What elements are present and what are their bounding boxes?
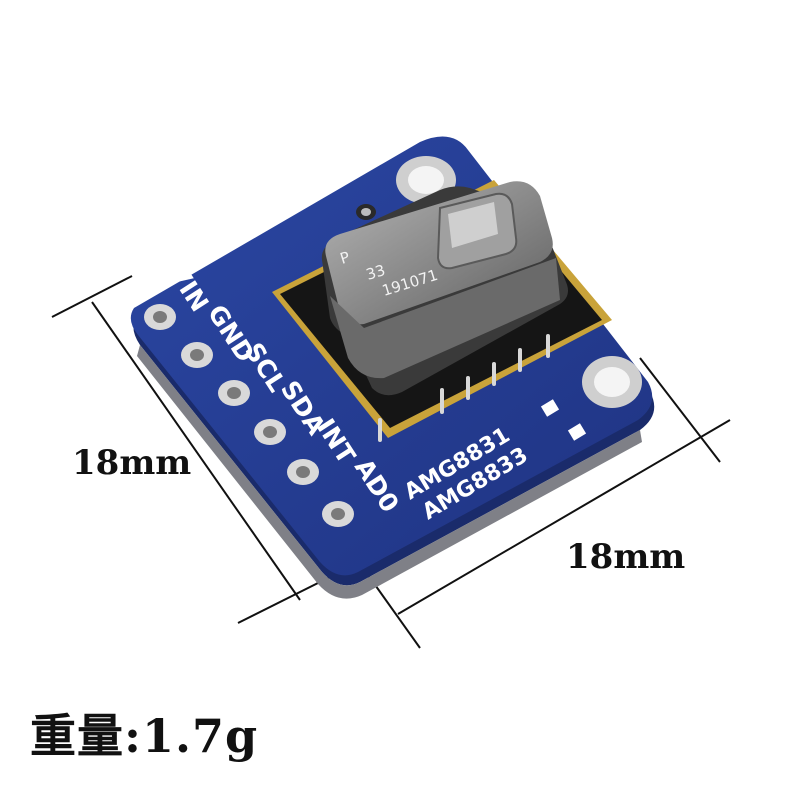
dimension-label-bottom: 18mm [566, 537, 685, 577]
sensor-pins [378, 334, 550, 442]
weight-label: 重量:1.7g [30, 709, 259, 763]
dimension-lines-bottom [367, 357, 731, 649]
sensor-can [321, 181, 568, 396]
chip-marking-33: 33 [364, 261, 388, 284]
dimension-label-side: 18mm [72, 443, 191, 483]
pin-pads [144, 304, 354, 527]
